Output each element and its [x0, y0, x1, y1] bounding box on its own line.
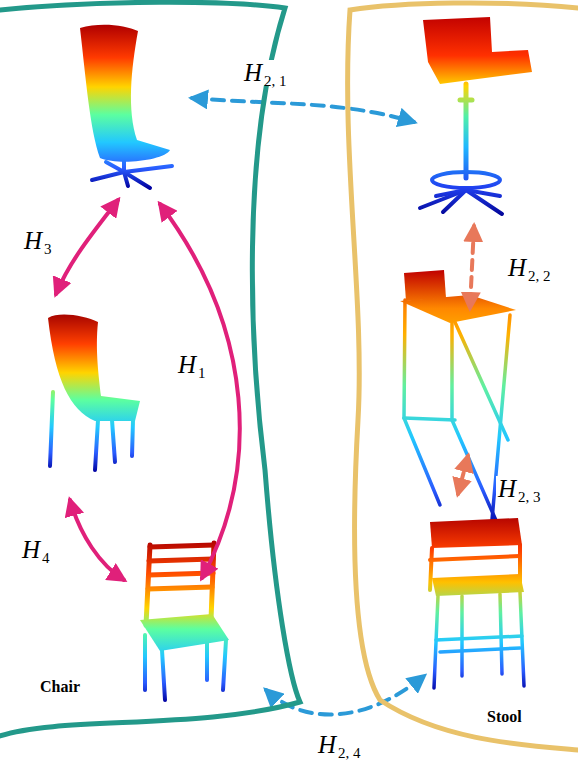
region-outline — [338, 0, 578, 762]
point-cloud-stool — [420, 17, 532, 214]
relation-label: H4 — [20, 537, 52, 562]
category-region: Stool — [338, 0, 578, 762]
relation-label: H2, 4 — [316, 732, 363, 757]
category-name: Stool — [487, 708, 522, 726]
point-cloud-chair — [48, 315, 140, 470]
relation-label: H3 — [22, 228, 54, 253]
category-name: Chair — [40, 678, 80, 696]
relation-label: H1 — [176, 352, 208, 377]
category-region: Chair — [0, 0, 306, 742]
point-cloud-chair — [80, 25, 172, 188]
point-cloud-stool — [430, 518, 524, 688]
point-cloud-stool — [400, 270, 516, 525]
point-cloud-chair — [140, 543, 229, 700]
relation-label: H2, 1 — [242, 60, 289, 85]
relation-arrows — [56, 98, 474, 715]
relation-label: H2, 3 — [496, 476, 543, 501]
region-outline — [0, 0, 306, 742]
relation-label: H2, 2 — [506, 255, 553, 280]
